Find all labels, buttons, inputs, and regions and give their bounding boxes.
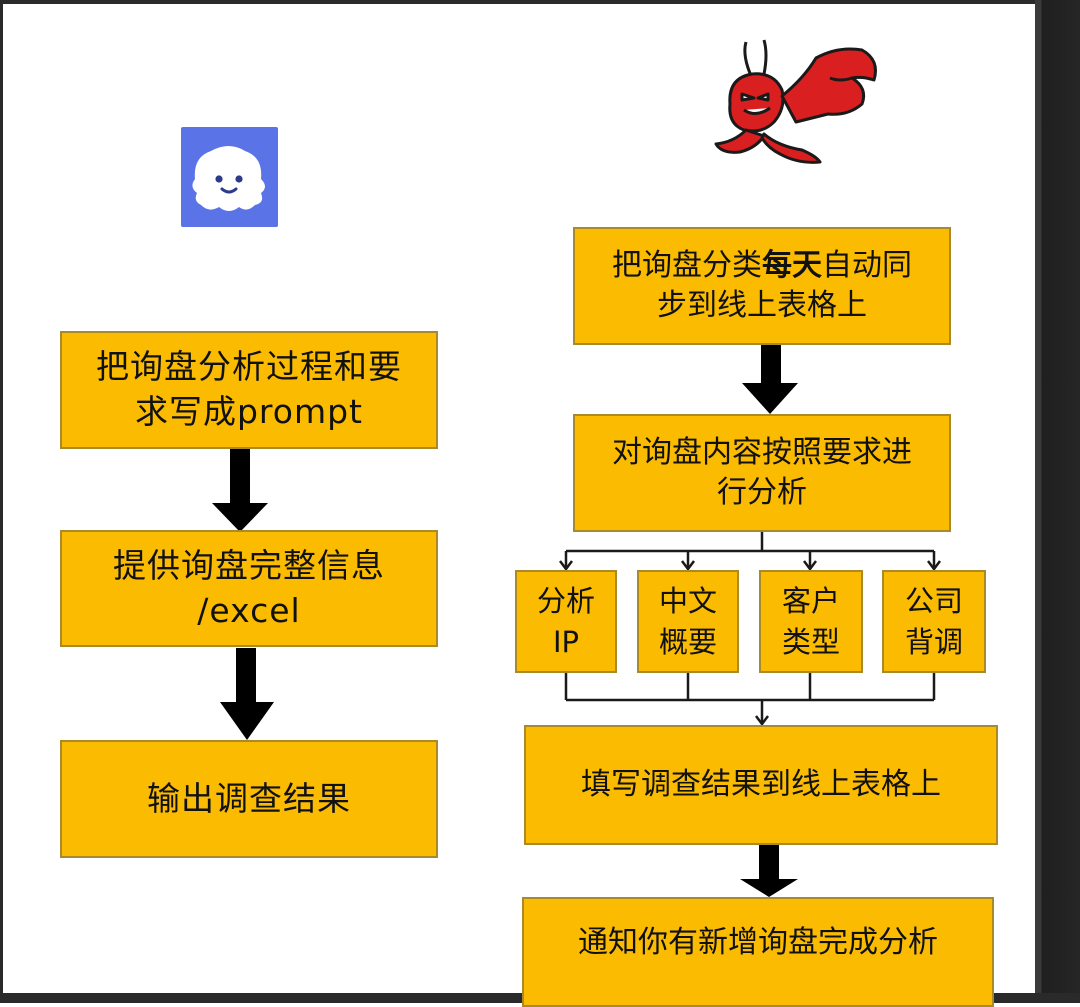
right-step-1-box: 把询盘分类每天自动同 步到线上表格上 [573, 227, 951, 345]
left-step-2-line-1: 提供询盘完整信息 [113, 545, 385, 585]
branch-2-line-1: 中文 [658, 583, 717, 618]
left-step-1-box: 把询盘分析过程和要 求写成prompt [60, 331, 438, 449]
left-step-1-line-2: 求写成prompt [134, 392, 363, 431]
left-step-3-text: 输出调查结果 [147, 778, 351, 818]
branch-box-company-check: 公司 背调 [882, 570, 986, 673]
right-step-2-box: 对询盘内容按照要求进 行分析 [573, 414, 951, 532]
arrow-down-icon [742, 345, 798, 414]
window-frame-right [1035, 0, 1080, 1003]
right-step-1-bold: 每天 [762, 247, 822, 283]
branch-lines [559, 532, 941, 727]
left-step-2-line-2: /excel [197, 590, 301, 630]
branch-1-line-2: IP [552, 624, 580, 659]
left-step-1-line-1: 把询盘分析过程和要 [96, 347, 402, 387]
right-step-3-box: 填写调查结果到线上表格上 [524, 725, 998, 845]
branch-box-summary: 中文 概要 [637, 570, 739, 673]
window-frame-top [0, 0, 1080, 4]
branch-3-line-2: 类型 [781, 624, 840, 659]
right-step-4-box: 通知你有新增询盘完成分析 [522, 897, 994, 1007]
lobster-mascot-icon [712, 38, 887, 166]
right-step-1-pre: 把询盘分类 [612, 247, 762, 283]
right-step-1-line-2: 步到线上表格上 [657, 288, 867, 323]
arrow-down-icon [212, 449, 268, 532]
arrow-down-icon [220, 648, 274, 740]
branch-box-ip: 分析 IP [515, 570, 617, 673]
right-step-1-post: 自动同 [822, 247, 912, 283]
arrow-down-icon [740, 845, 798, 897]
branch-4-line-1: 公司 [904, 583, 963, 618]
right-step-2-line-2: 行分析 [717, 475, 807, 510]
right-step-3-text: 填写调查结果到线上表格上 [581, 766, 941, 802]
right-step-4-text: 通知你有新增询盘完成分析 [578, 924, 938, 960]
window-frame-left [0, 0, 3, 1003]
right-step-1-line-1: 把询盘分类每天自动同 [612, 246, 912, 287]
branch-1-line-1: 分析 [536, 583, 595, 618]
left-step-2-box: 提供询盘完整信息 /excel [60, 530, 438, 647]
branch-2-line-2: 概要 [658, 624, 717, 659]
left-step-3-box: 输出调查结果 [60, 740, 438, 858]
branch-4-line-2: 背调 [904, 624, 963, 659]
right-step-2-line-1: 对询盘内容按照要求进 [612, 434, 912, 470]
ghost-logo-icon [181, 127, 278, 227]
branch-3-line-1: 客户 [781, 583, 840, 618]
branch-box-customer-type: 客户 类型 [759, 570, 863, 673]
